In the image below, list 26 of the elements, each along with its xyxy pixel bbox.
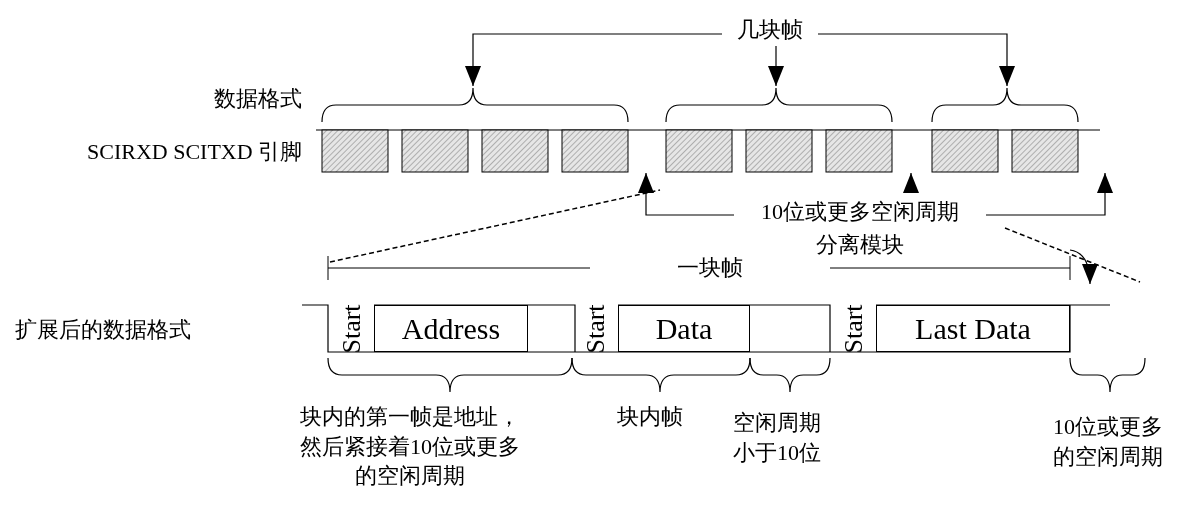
arrow — [985, 172, 1113, 216]
curly-brace — [932, 86, 1078, 124]
bit-label: Start — [338, 303, 365, 354]
signal-row — [316, 129, 1100, 173]
bit-label: Start — [582, 303, 609, 354]
curly-brace — [666, 86, 892, 124]
row-label: 数据格式 — [214, 85, 302, 113]
arrow — [638, 172, 735, 216]
curly-brace — [322, 86, 628, 124]
arrow — [465, 33, 723, 87]
brace-caption: 空闲周期小于10位 — [733, 409, 822, 467]
brace-caption: 块内帧 — [617, 403, 683, 431]
frame-box: Last Data — [876, 305, 1070, 352]
frame-box: Data — [618, 305, 750, 352]
row-label: SCIRXD SCITXD 引脚 — [87, 138, 303, 166]
arrow — [768, 45, 784, 87]
frame-box: Address — [374, 305, 528, 352]
label: 几块帧 — [737, 15, 803, 44]
arrow — [817, 33, 1015, 87]
arrow — [903, 172, 919, 194]
label: 分离模块 — [816, 231, 904, 259]
row-label: 扩展后的数据格式 — [15, 316, 191, 344]
brace-caption: 10位或更多的空闲周期 — [1052, 413, 1164, 471]
brace-caption: 块内的第一帧是地址，然后紧接着10位或更多的空闲周期 — [299, 403, 521, 491]
bit-label: Start — [840, 303, 867, 354]
label: 10位或更多空闲周期 — [761, 198, 959, 226]
